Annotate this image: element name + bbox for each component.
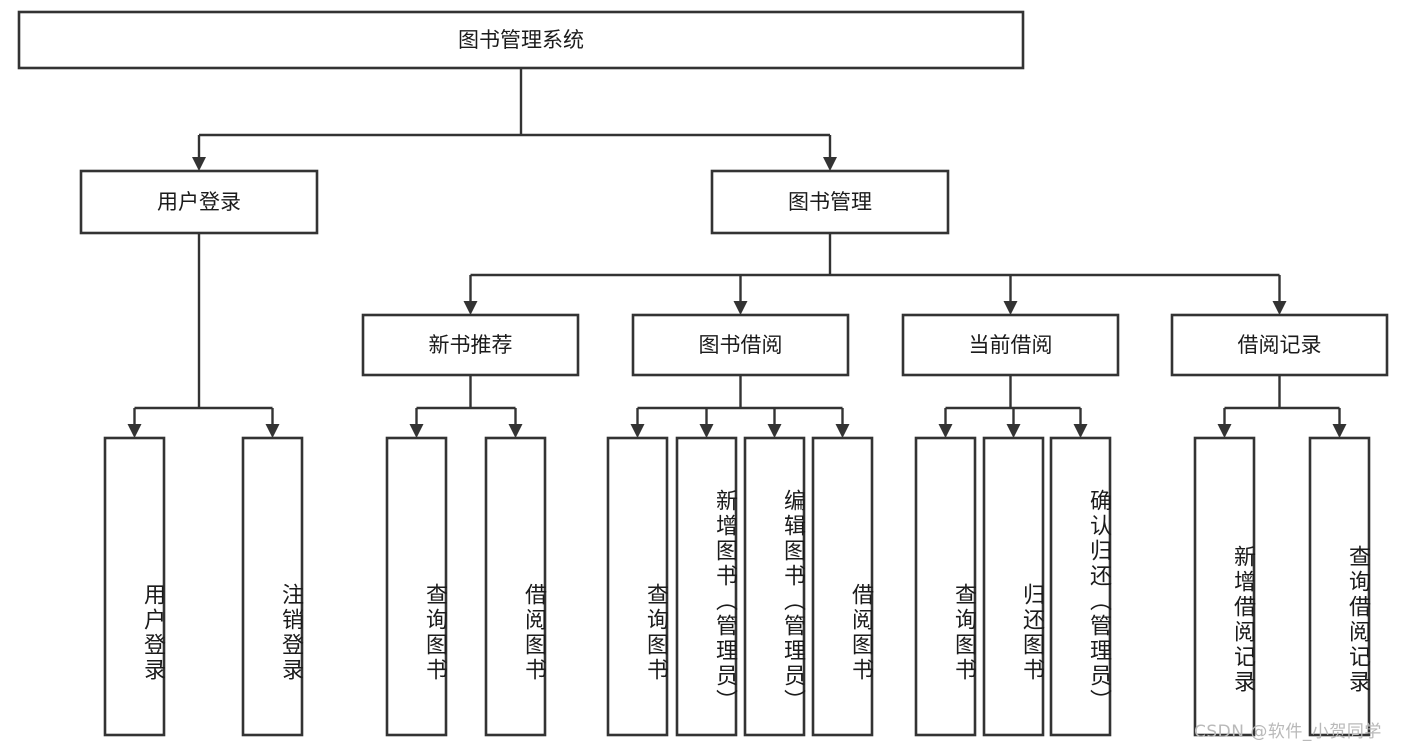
- node-leaf-add-book[interactable]: [675, 436, 738, 737]
- node-box-leaf-borrow-book-rec: [484, 436, 547, 737]
- arrow-leaf-query-book-borrow: [630, 424, 645, 438]
- node-leaf-query-borrow-record[interactable]: [1308, 436, 1371, 737]
- node-box-leaf-logout: [241, 436, 304, 737]
- node-borrow-record[interactable]: 借阅记录: [1170, 313, 1389, 377]
- node-box-leaf-add-book: [675, 436, 738, 737]
- csdn-watermark: CSDN @软件_小贺同学: [1194, 722, 1382, 742]
- connector-lines: [127, 68, 1347, 438]
- arrow-leaf-logout: [265, 424, 280, 438]
- node-leaf-logout[interactable]: [241, 436, 304, 737]
- arrow-current-borrow: [1003, 301, 1018, 315]
- node-box-user-login: [79, 169, 319, 235]
- node-leaf-edit-book[interactable]: [743, 436, 806, 737]
- node-label-new-book-recommend: 新书推荐: [429, 333, 513, 357]
- arrow-user-login: [192, 157, 206, 171]
- node-leaf-borrow-book[interactable]: [811, 436, 874, 737]
- arrow-leaf-return-book: [1006, 424, 1021, 438]
- arrow-leaf-add-borrow-record: [1217, 424, 1232, 438]
- node-leaf-query-book-cur[interactable]: [914, 436, 977, 737]
- node-leaf-confirm-return[interactable]: [1049, 436, 1112, 737]
- node-box-leaf-query-book-borrow: [606, 436, 669, 737]
- node-leaf-query-book-rec[interactable]: [385, 436, 448, 737]
- node-label-borrow-record: 借阅记录: [1238, 333, 1322, 357]
- node-leaf-add-borrow-record[interactable]: [1193, 436, 1256, 737]
- arrow-new-book-recommend: [463, 301, 478, 315]
- node-box-leaf-borrow-book: [811, 436, 874, 737]
- node-box-leaf-edit-book: [743, 436, 806, 737]
- node-leaf-return-book[interactable]: [982, 436, 1045, 737]
- node-label-book-borrow: 图书借阅: [699, 333, 783, 357]
- node-box-borrow-record: [1170, 313, 1389, 377]
- node-box-leaf-return-book: [982, 436, 1045, 737]
- node-box-root: [17, 10, 1025, 70]
- node-new-book-recommend[interactable]: 新书推荐: [361, 313, 580, 377]
- arrow-leaf-borrow-book-rec: [508, 424, 523, 438]
- node-box-leaf-query-book-rec: [385, 436, 448, 737]
- node-box-leaf-add-borrow-record: [1193, 436, 1256, 737]
- arrow-borrow-record: [1272, 301, 1287, 315]
- arrow-leaf-user-login: [127, 424, 142, 438]
- arrow-leaf-query-borrow-record: [1332, 424, 1347, 438]
- node-box-book-manage: [710, 169, 950, 235]
- node-label-book-manage: 图书管理: [788, 190, 872, 214]
- node-leaf-borrow-book-rec[interactable]: [484, 436, 547, 737]
- node-box-current-borrow: [901, 313, 1120, 377]
- arrow-book-borrow: [733, 301, 748, 315]
- arrow-leaf-edit-book: [767, 424, 782, 438]
- node-leaf-query-book-borrow[interactable]: [606, 436, 669, 737]
- arrow-leaf-confirm-return: [1073, 424, 1088, 438]
- arrow-book-manage: [823, 157, 837, 171]
- node-box-leaf-user-login: [103, 436, 166, 737]
- node-box-leaf-query-book-cur: [914, 436, 977, 737]
- node-book-borrow[interactable]: 图书借阅: [631, 313, 850, 377]
- node-box-leaf-confirm-return: [1049, 436, 1112, 737]
- node-label-root: 图书管理系统: [458, 28, 584, 52]
- node-box-leaf-query-borrow-record: [1308, 436, 1371, 737]
- node-box-book-borrow: [631, 313, 850, 377]
- arrow-leaf-query-book-rec: [409, 424, 424, 438]
- arrow-leaf-query-book-cur: [938, 424, 953, 438]
- arrow-leaf-borrow-book: [835, 424, 850, 438]
- node-user-login[interactable]: 用户登录: [79, 169, 319, 235]
- node-label-user-login: 用户登录: [157, 190, 241, 214]
- node-label-current-borrow: 当前借阅: [969, 333, 1053, 357]
- node-leaf-user-login[interactable]: [103, 436, 166, 737]
- arrow-leaf-add-book: [699, 424, 714, 438]
- node-root[interactable]: 图书管理系统: [17, 10, 1025, 70]
- node-book-manage[interactable]: 图书管理: [710, 169, 950, 235]
- node-current-borrow[interactable]: 当前借阅: [901, 313, 1120, 377]
- node-box-new-book-recommend: [361, 313, 580, 377]
